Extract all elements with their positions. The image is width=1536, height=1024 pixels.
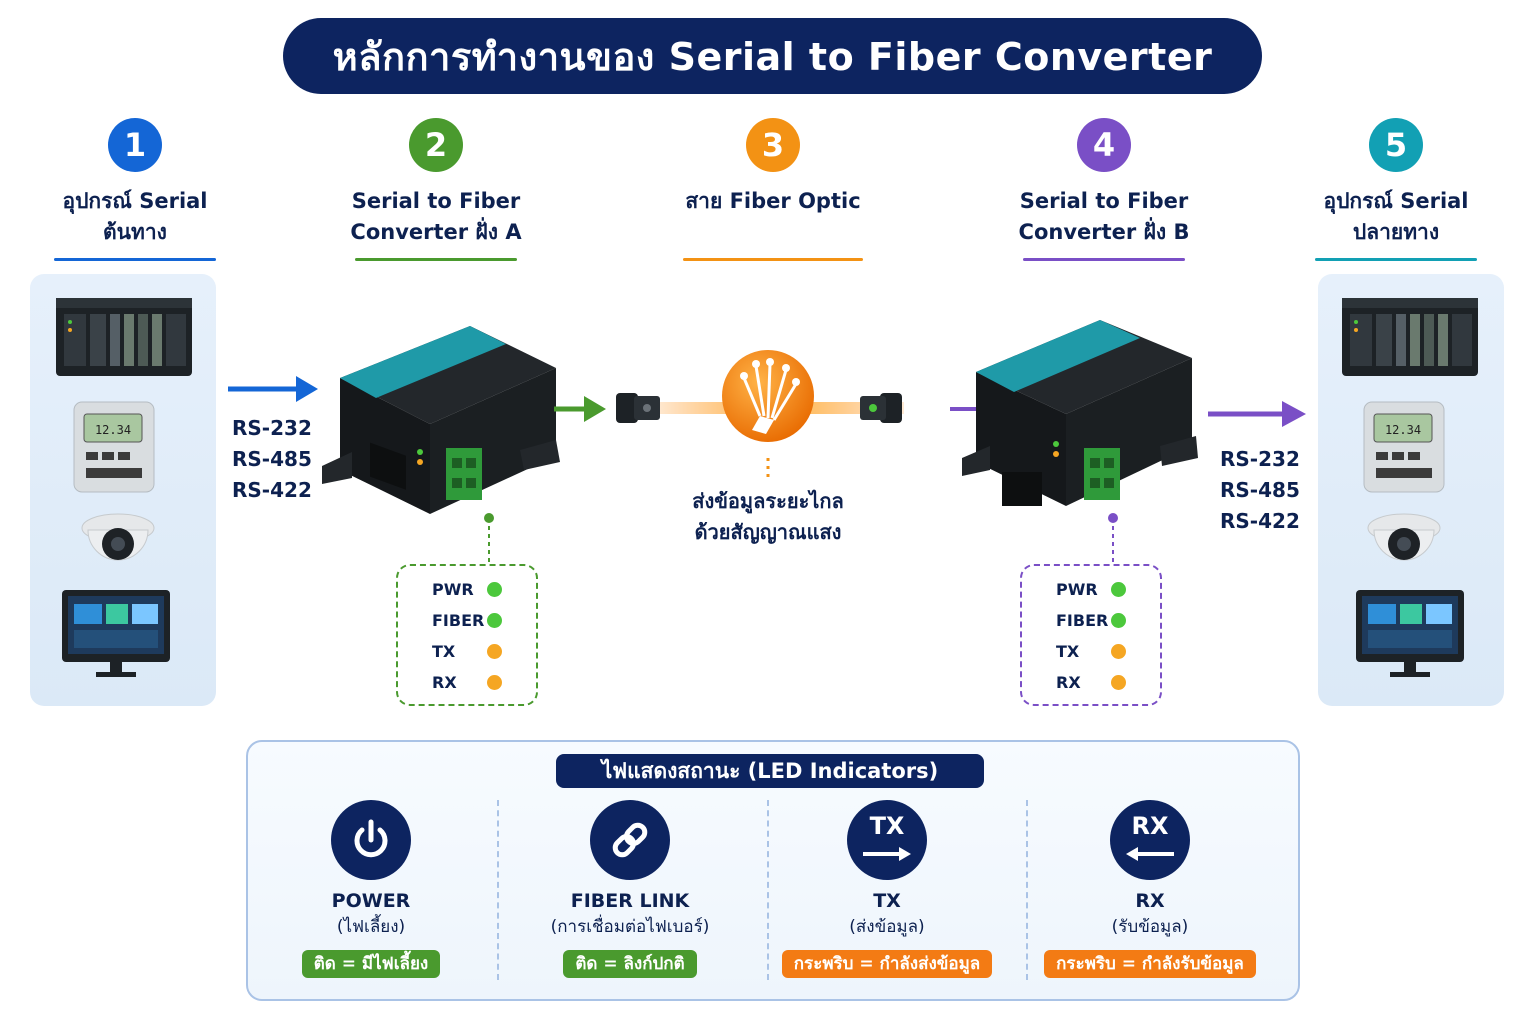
link-icon [590, 800, 670, 880]
led-indicator [487, 644, 502, 659]
monitor-icon [1356, 590, 1464, 677]
protocol-label: RS-485 [1220, 478, 1300, 502]
protocol-label: RS-422 [1220, 509, 1300, 533]
led-indicator [1111, 644, 1126, 659]
led-indicator [1111, 582, 1126, 597]
legend-item-rx: RX RX (รับข้อมูล) กระพริบ = กำลังรับข้อม… [1020, 800, 1280, 978]
protocol-label: RS-485 [232, 447, 312, 471]
step-label: Serial to Fiber Converter ฝั่ง A [350, 189, 522, 244]
led-indicator [487, 675, 502, 690]
step-number-badge: 1 [108, 118, 162, 172]
meter-icon: 12.34 [1363, 401, 1445, 493]
svg-text:12.34: 12.34 [1385, 423, 1421, 437]
step-3: 3 สาย Fiber Optic [663, 118, 883, 261]
dome-camera-icon [81, 513, 155, 561]
step-label: สาย Fiber Optic [685, 189, 861, 213]
step-label: อุปกรณ์ Serial ปลายทาง [1323, 189, 1469, 244]
legend-divider [767, 800, 769, 980]
svg-text:12.34: 12.34 [95, 423, 131, 437]
led-panel-b: PWR FIBER TX RX [1020, 564, 1162, 706]
legend-item-fiber-link: FIBER LINK (การเชื่อมต่อไฟเบอร์) ติด = ล… [500, 800, 760, 978]
led-indicator [487, 582, 502, 597]
fiber-connector-right [860, 393, 902, 423]
arrow-right-icon [228, 376, 318, 402]
step-5: 5 อุปกรณ์ Serial ปลายทาง [1286, 118, 1506, 261]
legend-divider [1026, 800, 1028, 980]
led-row-rx: RX [1022, 667, 1160, 698]
rx-arrow-icon: RX [1110, 800, 1190, 880]
converter-a-device [322, 326, 560, 514]
power-icon [331, 800, 411, 880]
step-label: อุปกรณ์ Serial ต้นทาง [62, 189, 208, 244]
page-title: หลักการทำงานของ Serial to Fiber Converte… [332, 34, 1213, 79]
led-row-tx: TX [1022, 636, 1160, 667]
led-row-rx: RX [398, 667, 536, 698]
step-number-badge: 3 [746, 118, 800, 172]
monitor-icon [62, 590, 170, 677]
meter-icon: 12.34 [73, 401, 155, 493]
converter-b-device [962, 320, 1198, 506]
step-number-badge: 2 [409, 118, 463, 172]
status-badge: กระพริบ = กำลังส่งข้อมูล [781, 950, 993, 978]
led-indicator [1111, 613, 1126, 628]
fiber-connector-left [616, 393, 660, 423]
led-row-pwr: PWR [1022, 574, 1160, 605]
led-panel-a: PWR FIBER TX RX [396, 564, 538, 706]
plc-icon [1342, 298, 1478, 376]
led-indicator [1111, 675, 1126, 690]
legend-item-tx: TX TX (ส่งข้อมูล) กระพริบ = กำลังส่งข้อม… [757, 800, 1017, 978]
source-device-panel: 12.34 [30, 274, 216, 706]
step-number-badge: 4 [1077, 118, 1131, 172]
arrow-right-icon [1208, 401, 1306, 427]
step-underline [1023, 258, 1185, 261]
step-underline [1315, 258, 1477, 261]
status-badge: กระพริบ = กำลังรับข้อมูล [1044, 950, 1256, 978]
dome-camera-icon [1367, 513, 1441, 561]
protocol-list-left: RS-232 RS-485 RS-422 [232, 413, 312, 506]
protocol-label: RS-422 [232, 478, 312, 502]
step-2: 2 Serial to Fiber Converter ฝั่ง A [326, 118, 546, 261]
fiber-caption: ส่งข้อมูลระยะไกล ด้วยสัญญาณแสง [692, 489, 844, 544]
destination-device-panel: 12.34 [1318, 274, 1504, 706]
protocol-label: RS-232 [1220, 447, 1300, 471]
legend-title: ไฟแสดงสถานะ (LED Indicators) [556, 754, 984, 788]
protocol-label: RS-232 [232, 416, 312, 440]
step-underline [355, 258, 517, 261]
step-underline [54, 258, 216, 261]
protocol-list-right: RS-232 RS-485 RS-422 [1220, 444, 1300, 537]
fiber-optic-icon [722, 350, 814, 442]
status-badge: ติด = ลิงก์ปกติ [563, 950, 697, 978]
led-row-tx: TX [398, 636, 536, 667]
led-indicator [487, 613, 502, 628]
led-row-fiber: FIBER [1022, 605, 1160, 636]
led-row-pwr: PWR [398, 574, 536, 605]
step-1: 1 อุปกรณ์ Serial ต้นทาง [25, 118, 245, 261]
tx-arrow-icon: TX [847, 800, 927, 880]
arrow-right-icon [554, 396, 606, 422]
legend-item-power: POWER (ไฟเลี้ยง) ติด = มีไฟเลี้ยง [241, 800, 501, 978]
legend-divider [497, 800, 499, 980]
step-label: Serial to Fiber Converter ฝั่ง B [1018, 189, 1190, 244]
title-banner: หลักการทำงานของ Serial to Fiber Converte… [283, 18, 1262, 94]
step-4: 4 Serial to Fiber Converter ฝั่ง B [994, 118, 1214, 261]
led-row-fiber: FIBER [398, 605, 536, 636]
step-number-badge: 5 [1369, 118, 1423, 172]
plc-icon [56, 298, 192, 376]
step-underline [683, 258, 863, 261]
status-badge: ติด = มีไฟเลี้ยง [301, 950, 441, 978]
